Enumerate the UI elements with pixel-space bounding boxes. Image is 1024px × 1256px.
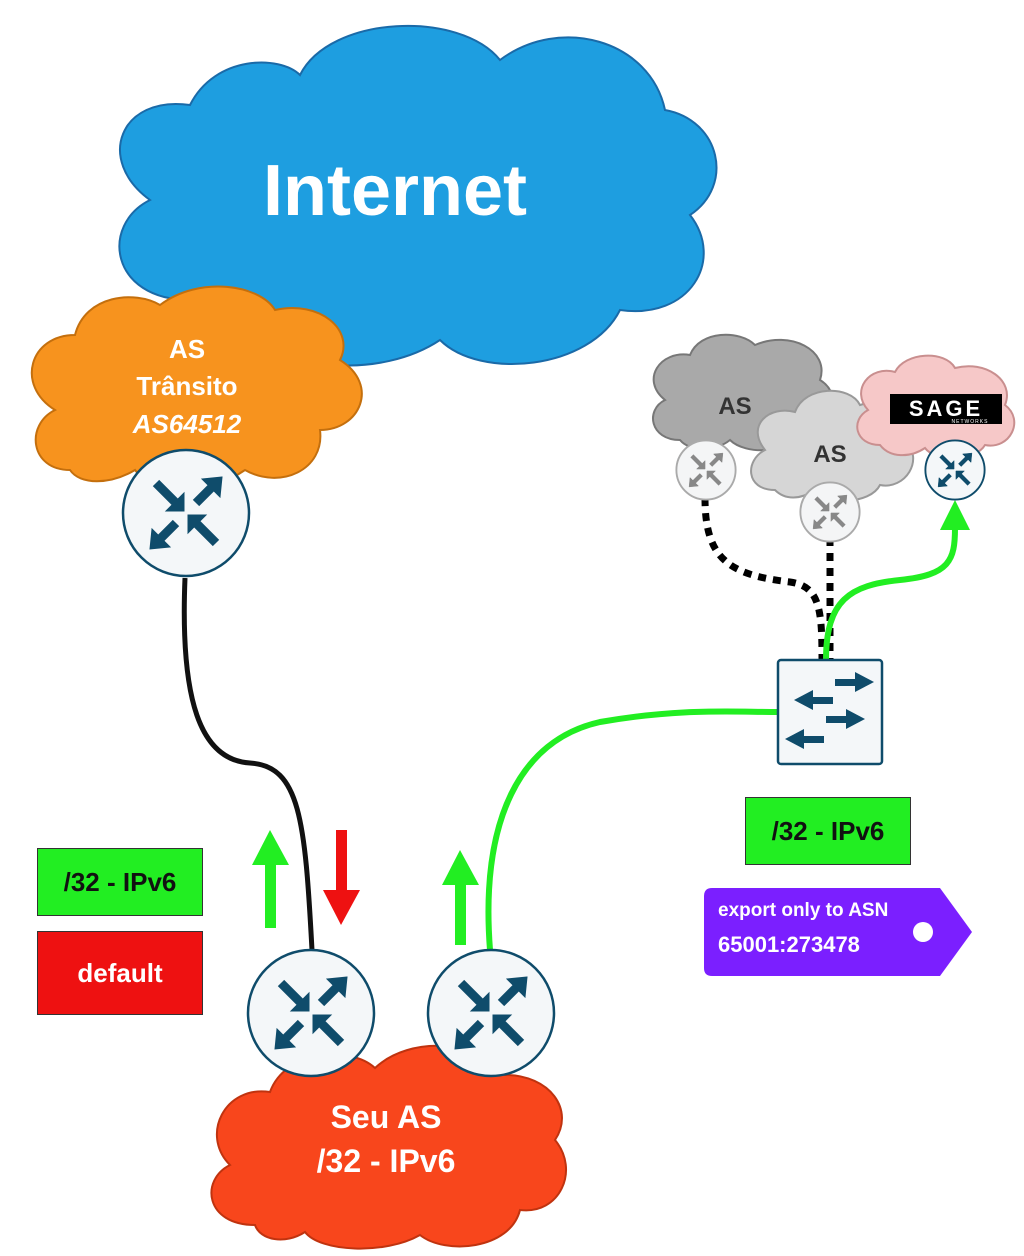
switch-icon (785, 672, 874, 749)
ix-switch[interactable] (776, 658, 884, 766)
up-arrow-icon (252, 830, 289, 928)
transit-as-cloud: AS Trânsito AS64512 (30, 285, 363, 488)
own-as-line2: /32 - IPv6 (317, 1143, 456, 1179)
peer-router-1[interactable] (675, 439, 737, 501)
sage-logo (890, 394, 1002, 424)
transit-asn: AS64512 (132, 409, 242, 439)
own-as-line1: Seu AS (331, 1099, 442, 1135)
sage-logo-word: SAGE (909, 396, 983, 421)
peer-1-dotted-link (701, 497, 826, 661)
legend-default: default (37, 931, 203, 1015)
transit-link (181, 577, 315, 951)
peer-1-label: AS (718, 393, 751, 420)
up-arrow-icon (442, 850, 479, 945)
transit-line1: AS (169, 334, 205, 364)
ix-to-sage-link (823, 527, 958, 661)
internet-cloud: Internet (118, 24, 718, 367)
sage-cloud: SAGE NETWORKS (856, 354, 1016, 460)
tag-line2: 65001:273478 (718, 932, 860, 957)
sage-logo-sub: NETWORKS (952, 419, 989, 425)
tag-line1: export only to ASN (718, 900, 888, 921)
transit-router[interactable] (121, 448, 251, 578)
own-to-ix-link (485, 708, 779, 951)
own-as-cloud: Seu AS /32 - IPv6 (210, 1044, 567, 1250)
legend-prefix-left: /32 - IPv6 (37, 848, 203, 916)
down-arrow-icon (323, 830, 360, 925)
own-router-2[interactable] (426, 948, 556, 1078)
sage-router[interactable] (924, 439, 986, 501)
internet-label: Internet (263, 151, 527, 231)
tag-icon: export only to ASN 65001:273478 (704, 888, 972, 976)
sage-arrowhead (940, 500, 970, 530)
peer-2-label: AS (813, 441, 846, 468)
peer-router-2[interactable] (799, 481, 861, 543)
legend-prefix-right: /32 - IPv6 (745, 797, 911, 865)
transit-line2: Trânsito (136, 371, 237, 401)
own-router-1[interactable] (246, 948, 376, 1078)
